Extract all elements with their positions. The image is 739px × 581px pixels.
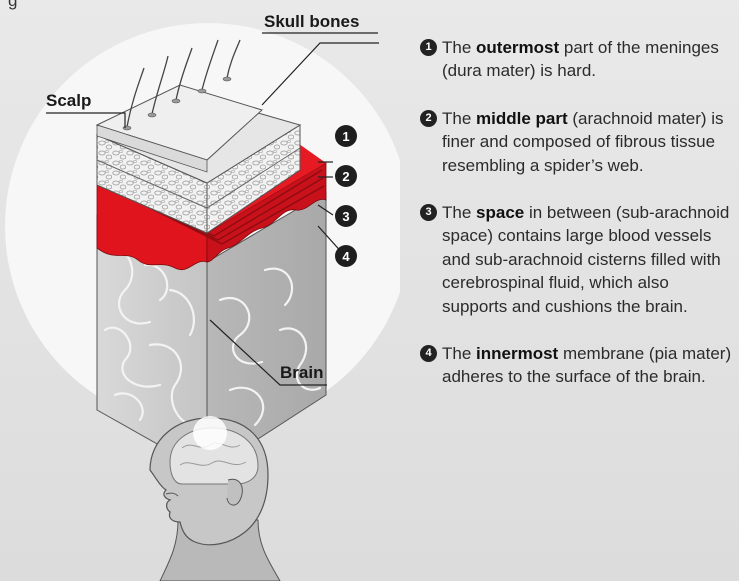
note-3-badge: 3 <box>420 204 437 221</box>
label-skull-bones: Skull bones <box>264 12 359 31</box>
note-2-pre: The <box>442 109 476 128</box>
notes-list: 1The outermost part of the meninges (dur… <box>417 36 737 413</box>
note-1-pre: The <box>442 38 476 57</box>
note-innermost: 4The innermost membrane (pia mater) adhe… <box>417 342 737 389</box>
note-3-bold: space <box>476 203 524 222</box>
badge-1: 1 <box>335 125 357 147</box>
label-brain: Brain <box>280 363 323 382</box>
svg-text:2: 2 <box>342 169 349 184</box>
note-2-bold: middle part <box>476 109 568 128</box>
note-4-bold: innermost <box>476 344 558 363</box>
note-3-pre: The <box>442 203 476 222</box>
note-1-badge: 1 <box>420 39 437 56</box>
label-scalp: Scalp <box>46 91 91 110</box>
svg-text:3: 3 <box>342 209 349 224</box>
note-4-pre: The <box>442 344 476 363</box>
badge-4: 4 <box>335 245 357 267</box>
note-space: 3The space in between (sub-arachnoid spa… <box>417 201 737 318</box>
svg-text:4: 4 <box>342 249 350 264</box>
badge-3: 3 <box>335 205 357 227</box>
note-2-badge: 2 <box>420 110 437 127</box>
badge-2: 2 <box>335 165 357 187</box>
note-1-bold: outermost <box>476 38 559 57</box>
head-illustration <box>150 416 280 581</box>
svg-text:1: 1 <box>342 129 349 144</box>
note-outermost: 1The outermost part of the meninges (dur… <box>417 36 737 83</box>
meninges-diagram: Skull bones Scalp Brain 1 2 3 4 <box>0 0 400 581</box>
note-middle-part: 2The middle part (arachnoid mater) is fi… <box>417 107 737 177</box>
note-4-badge: 4 <box>420 345 437 362</box>
